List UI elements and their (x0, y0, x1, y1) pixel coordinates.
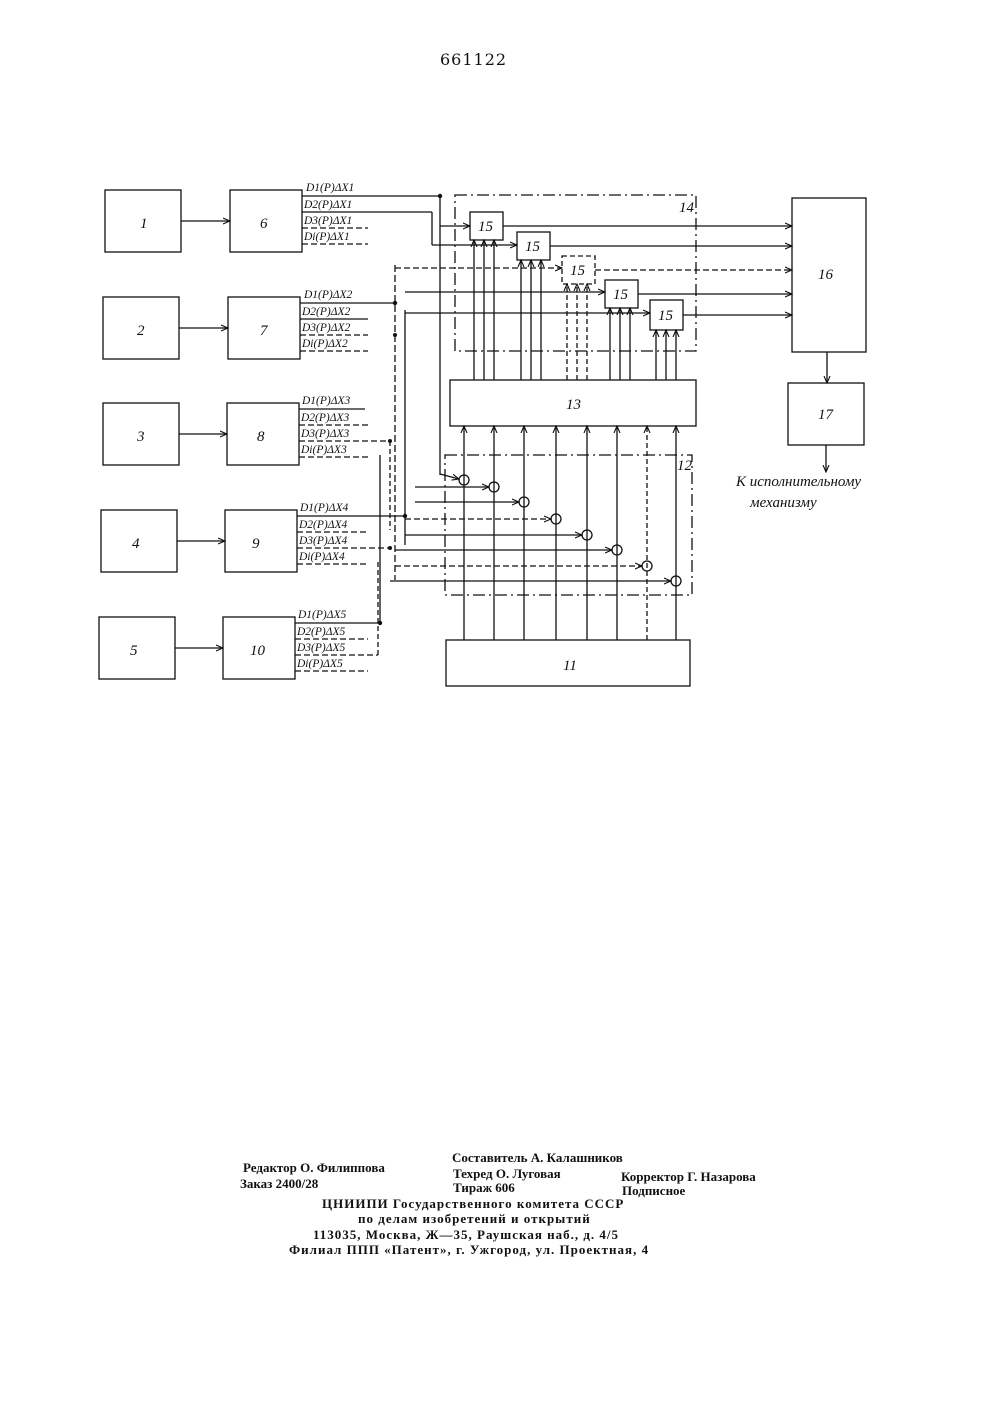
label-5: 5 (130, 643, 138, 659)
label-14: 14 (679, 200, 695, 216)
block-diagram: 1 2 3 4 5 6 7 8 9 10 11 12 13 14 15 15 1… (0, 0, 1000, 760)
sig-10-3: D3(P)ΔX5 (296, 642, 346, 654)
bus-11-to-13 (464, 426, 676, 640)
sig-6-4: Di(P)ΔX1 (303, 231, 350, 243)
label-10: 10 (250, 643, 266, 659)
label-1: 1 (140, 216, 148, 232)
imprint-circulation: Тираж 606 (453, 1180, 515, 1196)
sig-7-1: D1(P)ΔX2 (303, 289, 353, 301)
group-12 (445, 455, 692, 595)
imprint-address: 113035, Москва, Ж—35, Раушская наб., д. … (313, 1227, 619, 1243)
label-7: 7 (260, 323, 269, 339)
bus-13-to-15 (474, 240, 676, 380)
label-16: 16 (818, 267, 834, 283)
sig-6-3: D3(P)ΔX1 (303, 215, 352, 227)
label-15-4: 15 (613, 287, 629, 303)
label-15-3: 15 (570, 263, 586, 279)
label-15-5: 15 (658, 308, 674, 324)
label-15-2: 15 (525, 239, 541, 255)
imprint-subscription: Подписное (622, 1183, 685, 1199)
label-17: 17 (818, 407, 835, 423)
block-9 (225, 510, 297, 572)
label-8: 8 (257, 429, 265, 445)
summing-nodes (459, 475, 681, 586)
label-4: 4 (132, 536, 140, 552)
sig-8-4: Di(P)ΔX3 (300, 444, 347, 456)
sig-9-2: D2(P)ΔX4 (298, 519, 348, 531)
output-label-line2: механизму (749, 495, 817, 511)
output-label-line1: К исполнительному (735, 474, 861, 490)
label-12: 12 (677, 458, 693, 474)
sig-7-2: D2(P)ΔX2 (301, 306, 351, 318)
label-6: 6 (260, 216, 268, 232)
sig-10-4: Di(P)ΔX5 (296, 658, 343, 670)
imprint-org1: ЦНИИПИ Государственного комитета СССР (322, 1196, 624, 1212)
sig-7-4: Di(P)ΔX2 (301, 338, 348, 350)
label-3: 3 (136, 429, 145, 445)
sig-7-3: D3(P)ΔX2 (301, 322, 351, 334)
sig-8-3: D3(P)ΔX3 (300, 428, 350, 440)
sig-9-3: D3(P)ΔX4 (298, 535, 348, 547)
sig-6-1: D1(P)ΔX1 (305, 182, 354, 194)
sig-8-2: D2(P)ΔX3 (300, 412, 350, 424)
imprint-branch: Филиал ППП «Патент», г. Ужгород, ул. Про… (289, 1242, 649, 1258)
imprint-composer: Составитель А. Калашников (452, 1150, 623, 1166)
label-13: 13 (566, 397, 581, 413)
label-9: 9 (252, 536, 260, 552)
sig-9-1: D1(P)ΔX4 (299, 502, 349, 514)
imprint-order: Заказ 2400/28 (240, 1176, 318, 1192)
label-11: 11 (563, 658, 577, 674)
sig-9-4: Di(P)ΔX4 (298, 551, 345, 563)
label-2: 2 (137, 323, 145, 339)
sig-6-2: D2(P)ΔX1 (303, 199, 352, 211)
imprint-org2: по делам изобретений и открытий (358, 1211, 591, 1227)
sig-8-1: D1(P)ΔX3 (301, 395, 351, 407)
imprint-editor: Редактор О. Филиппова (243, 1160, 385, 1176)
sig-10-1: D1(P)ΔX5 (297, 609, 347, 621)
sig-10-2: D2(P)ΔX5 (296, 626, 346, 638)
label-15-1: 15 (478, 219, 494, 235)
